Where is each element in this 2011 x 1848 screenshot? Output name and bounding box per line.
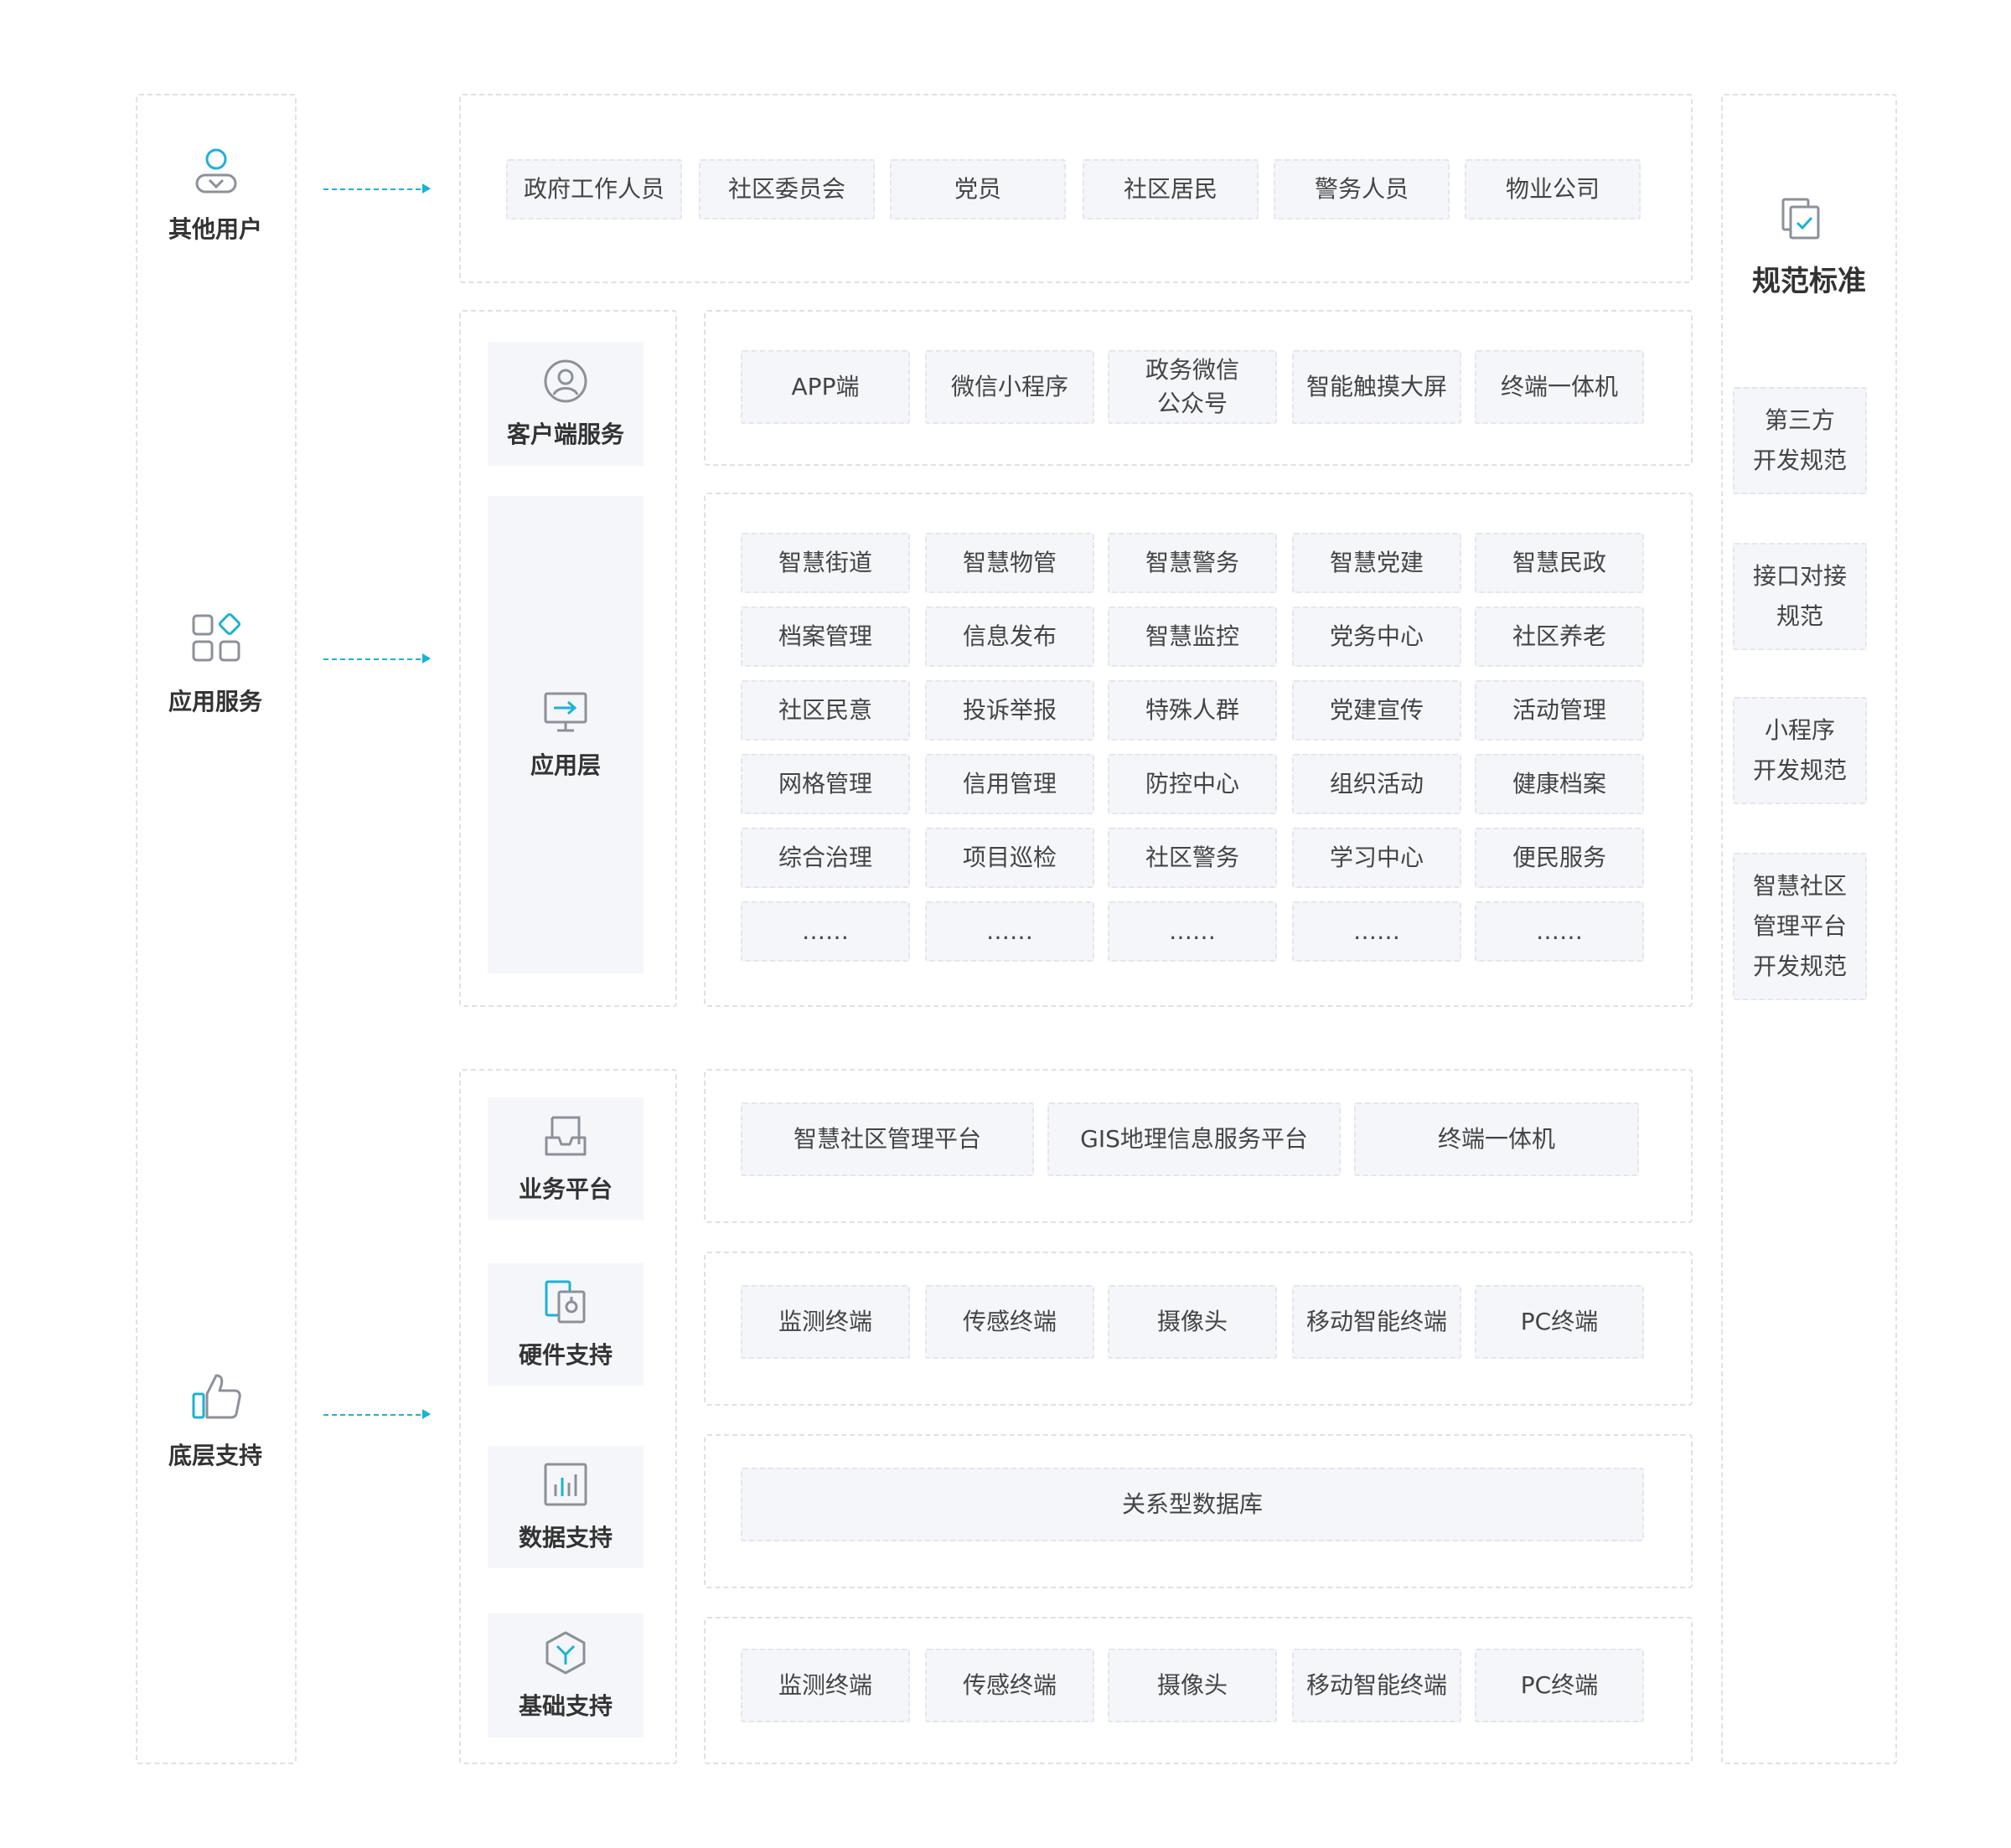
app-chip: 档案管理 xyxy=(741,607,910,667)
left-label-apps: 应用服务 xyxy=(168,688,262,715)
app-chip: 党务中心 xyxy=(1292,607,1461,667)
hardware-chip: 移动智能终端 xyxy=(1292,1285,1461,1359)
device-icon xyxy=(545,1280,586,1324)
hardware-chip: 监测终端 xyxy=(741,1285,910,1359)
business-chip: 终端一体机 xyxy=(1354,1102,1639,1176)
app-chip: 智慧民政 xyxy=(1475,533,1644,593)
category-label: 客户端服务 xyxy=(506,421,624,448)
app-chip: …… xyxy=(1108,901,1277,962)
app-chip: …… xyxy=(741,901,910,962)
spec-chip: 智慧社区 管理平台 开发规范 xyxy=(1733,853,1867,1000)
user-chip: 政府工作人员 xyxy=(506,159,682,219)
spec-chip: 小程序 开发规范 xyxy=(1733,697,1867,804)
business-chip: 智慧社区管理平台 xyxy=(741,1102,1034,1176)
app-chip: …… xyxy=(925,901,1094,962)
business-chip: GIS地理信息服务平台 xyxy=(1047,1102,1341,1176)
left-column-frame xyxy=(136,94,297,1764)
app-chip: 项目巡检 xyxy=(925,828,1094,888)
app-items-frame xyxy=(704,493,1693,1007)
client-items-frame xyxy=(704,310,1693,466)
left-label-users: 其他用户 xyxy=(168,215,262,243)
category-data: 数据支持 xyxy=(488,1446,644,1568)
base-chip: 监测终端 xyxy=(741,1649,910,1722)
category-hardware: 硬件支持 xyxy=(488,1263,644,1386)
app-chip: 智慧监控 xyxy=(1108,607,1277,667)
category-business: 业务平台 xyxy=(488,1097,644,1220)
category-label: 数据支持 xyxy=(518,1524,613,1551)
users-frame xyxy=(459,94,1693,283)
cube-icon xyxy=(545,1631,586,1675)
bar-chart-icon xyxy=(544,1463,587,1506)
user-chip: 社区居民 xyxy=(1083,159,1259,219)
base-chip: 移动智能终端 xyxy=(1292,1649,1461,1722)
app-chip: 综合治理 xyxy=(741,828,910,888)
arrow-users xyxy=(323,183,431,194)
category-app: 应用层 xyxy=(488,496,644,973)
app-chip: …… xyxy=(1292,901,1461,962)
client-chip: 微信小程序 xyxy=(925,350,1094,424)
hardware-items-frame xyxy=(704,1252,1693,1406)
arrow-apps xyxy=(323,653,431,663)
user-icon xyxy=(195,148,237,194)
hardware-chip: PC终端 xyxy=(1475,1285,1644,1359)
left-label-support: 底层支持 xyxy=(168,1442,262,1469)
app-chip: 特殊人群 xyxy=(1108,680,1277,741)
app-chip: 智慧物管 xyxy=(925,533,1094,593)
monitor-arrow-icon xyxy=(544,692,587,732)
app-chip: 社区警务 xyxy=(1108,828,1277,888)
business-items-frame xyxy=(704,1069,1693,1223)
spec-chip: 接口对接 规范 xyxy=(1733,543,1867,650)
client-chip: 终端一体机 xyxy=(1475,350,1644,424)
app-chip: 网格管理 xyxy=(741,754,910,814)
app-chip: 便民服务 xyxy=(1475,828,1644,888)
tray-icon xyxy=(545,1116,587,1156)
user-chip: 社区委员会 xyxy=(699,159,875,219)
user-chip: 物业公司 xyxy=(1465,159,1641,219)
data-items-frame xyxy=(704,1434,1693,1588)
base-chip: 传感终端 xyxy=(925,1649,1094,1722)
client-chip: APP端 xyxy=(741,350,910,424)
client-chip: 政务微信 公众号 xyxy=(1108,350,1277,424)
support-categories-frame xyxy=(459,1069,677,1764)
category-label: 硬件支持 xyxy=(518,1341,613,1369)
app-chip: 投诉举报 xyxy=(925,680,1094,741)
spec-chip: 第三方 开发规范 xyxy=(1733,387,1867,494)
app-chip: 信息发布 xyxy=(925,607,1094,667)
checklist-icon xyxy=(1781,198,1820,240)
app-chip: 社区民意 xyxy=(741,680,910,741)
app-categories-frame xyxy=(459,310,677,1007)
hardware-chip: 传感终端 xyxy=(925,1285,1094,1359)
app-chip: 健康档案 xyxy=(1475,754,1644,814)
category-label: 基础支持 xyxy=(518,1692,613,1720)
category-base: 基础支持 xyxy=(488,1613,644,1737)
spec-column-frame xyxy=(1721,94,1897,1764)
base-chip: PC终端 xyxy=(1475,1649,1644,1722)
category-client: 客户端服务 xyxy=(488,342,644,466)
data-chip: 关系型数据库 xyxy=(741,1468,1644,1541)
app-chip: 活动管理 xyxy=(1475,680,1644,741)
category-label: 应用层 xyxy=(530,751,601,779)
user-chip: 警务人员 xyxy=(1274,159,1450,219)
thumbs-up-icon xyxy=(192,1374,241,1419)
app-chip: 智慧街道 xyxy=(741,533,910,593)
app-chip: 智慧警务 xyxy=(1108,533,1277,593)
client-chip: 智能触摸大屏 xyxy=(1292,350,1461,424)
spec-title: 规范标准 xyxy=(1752,265,1866,298)
arrow-support xyxy=(323,1409,431,1419)
base-items-frame xyxy=(704,1617,1693,1764)
user-chip: 党员 xyxy=(890,159,1066,219)
category-label: 业务平台 xyxy=(518,1175,613,1203)
app-chip: 智慧党建 xyxy=(1292,533,1461,593)
apps-icon xyxy=(192,613,240,662)
app-chip: 组织活动 xyxy=(1292,754,1461,814)
app-chip: 信用管理 xyxy=(925,754,1094,814)
app-chip: 党建宣传 xyxy=(1292,680,1461,741)
app-chip: 社区养老 xyxy=(1475,607,1644,667)
app-chip: 防控中心 xyxy=(1108,754,1277,814)
user-circle-icon xyxy=(544,359,587,403)
app-chip: …… xyxy=(1475,901,1644,962)
app-chip: 学习中心 xyxy=(1292,828,1461,888)
hardware-chip: 摄像头 xyxy=(1108,1285,1277,1359)
base-chip: 摄像头 xyxy=(1108,1649,1277,1722)
